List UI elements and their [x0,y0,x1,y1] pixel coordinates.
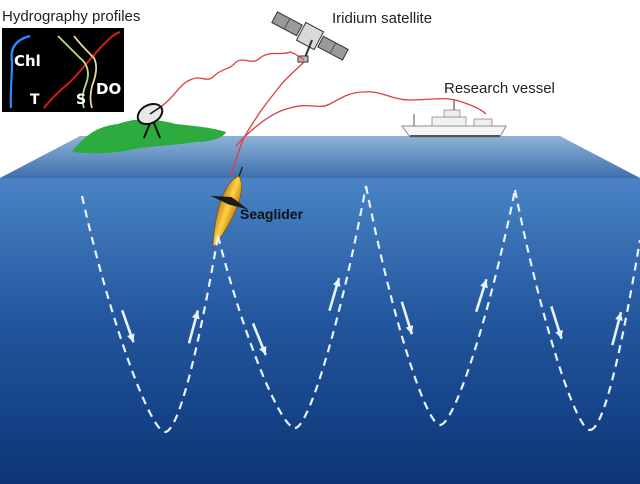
profile-s-line [57,35,89,109]
link-vessel-glider [235,91,487,147]
profile-label-chl: Chl [14,52,41,70]
arrow-head [405,325,414,335]
glider-trajectory [80,185,640,434]
arrow-head [191,310,200,320]
link-satellite-glider [229,61,305,177]
satellite-label: Iridium satellite [332,10,433,27]
trajectory-segment [80,195,166,434]
profile-t-line [43,31,121,109]
trajectory-segment [364,185,441,427]
trajectory-segment [216,235,296,430]
vessel-label: Research vessel [444,80,555,97]
glider-label: Seaglider [240,206,304,222]
profile-label-do: DO [96,80,122,98]
sea-surface [0,136,640,178]
profile-chl-line [9,34,31,109]
ocean-body [0,178,640,484]
profile-label-s: S [76,92,87,108]
arrow-head [127,333,135,343]
arrow-head [615,312,623,322]
dish-antenna-icon [136,102,164,139]
arrow-head [480,279,488,289]
hydrography-title: Hydrography profiles [2,8,141,25]
island [72,119,226,154]
glider-icon [210,166,249,249]
arrow-head [332,277,341,287]
trajectory-segment [513,189,591,432]
profile-do-line [73,35,98,109]
arrow-head [259,346,267,356]
ship-icon [401,100,507,138]
trajectory-segment [439,189,517,427]
arrow-head [555,329,563,339]
trajectory-arrows [120,277,623,356]
telemetry-links [161,51,487,177]
trajectory-segment [164,235,220,434]
link-satellite-dish [161,51,305,107]
hydrography-inset [2,28,124,112]
trajectory-segment [589,239,640,432]
profile-label-t: T [30,92,40,108]
